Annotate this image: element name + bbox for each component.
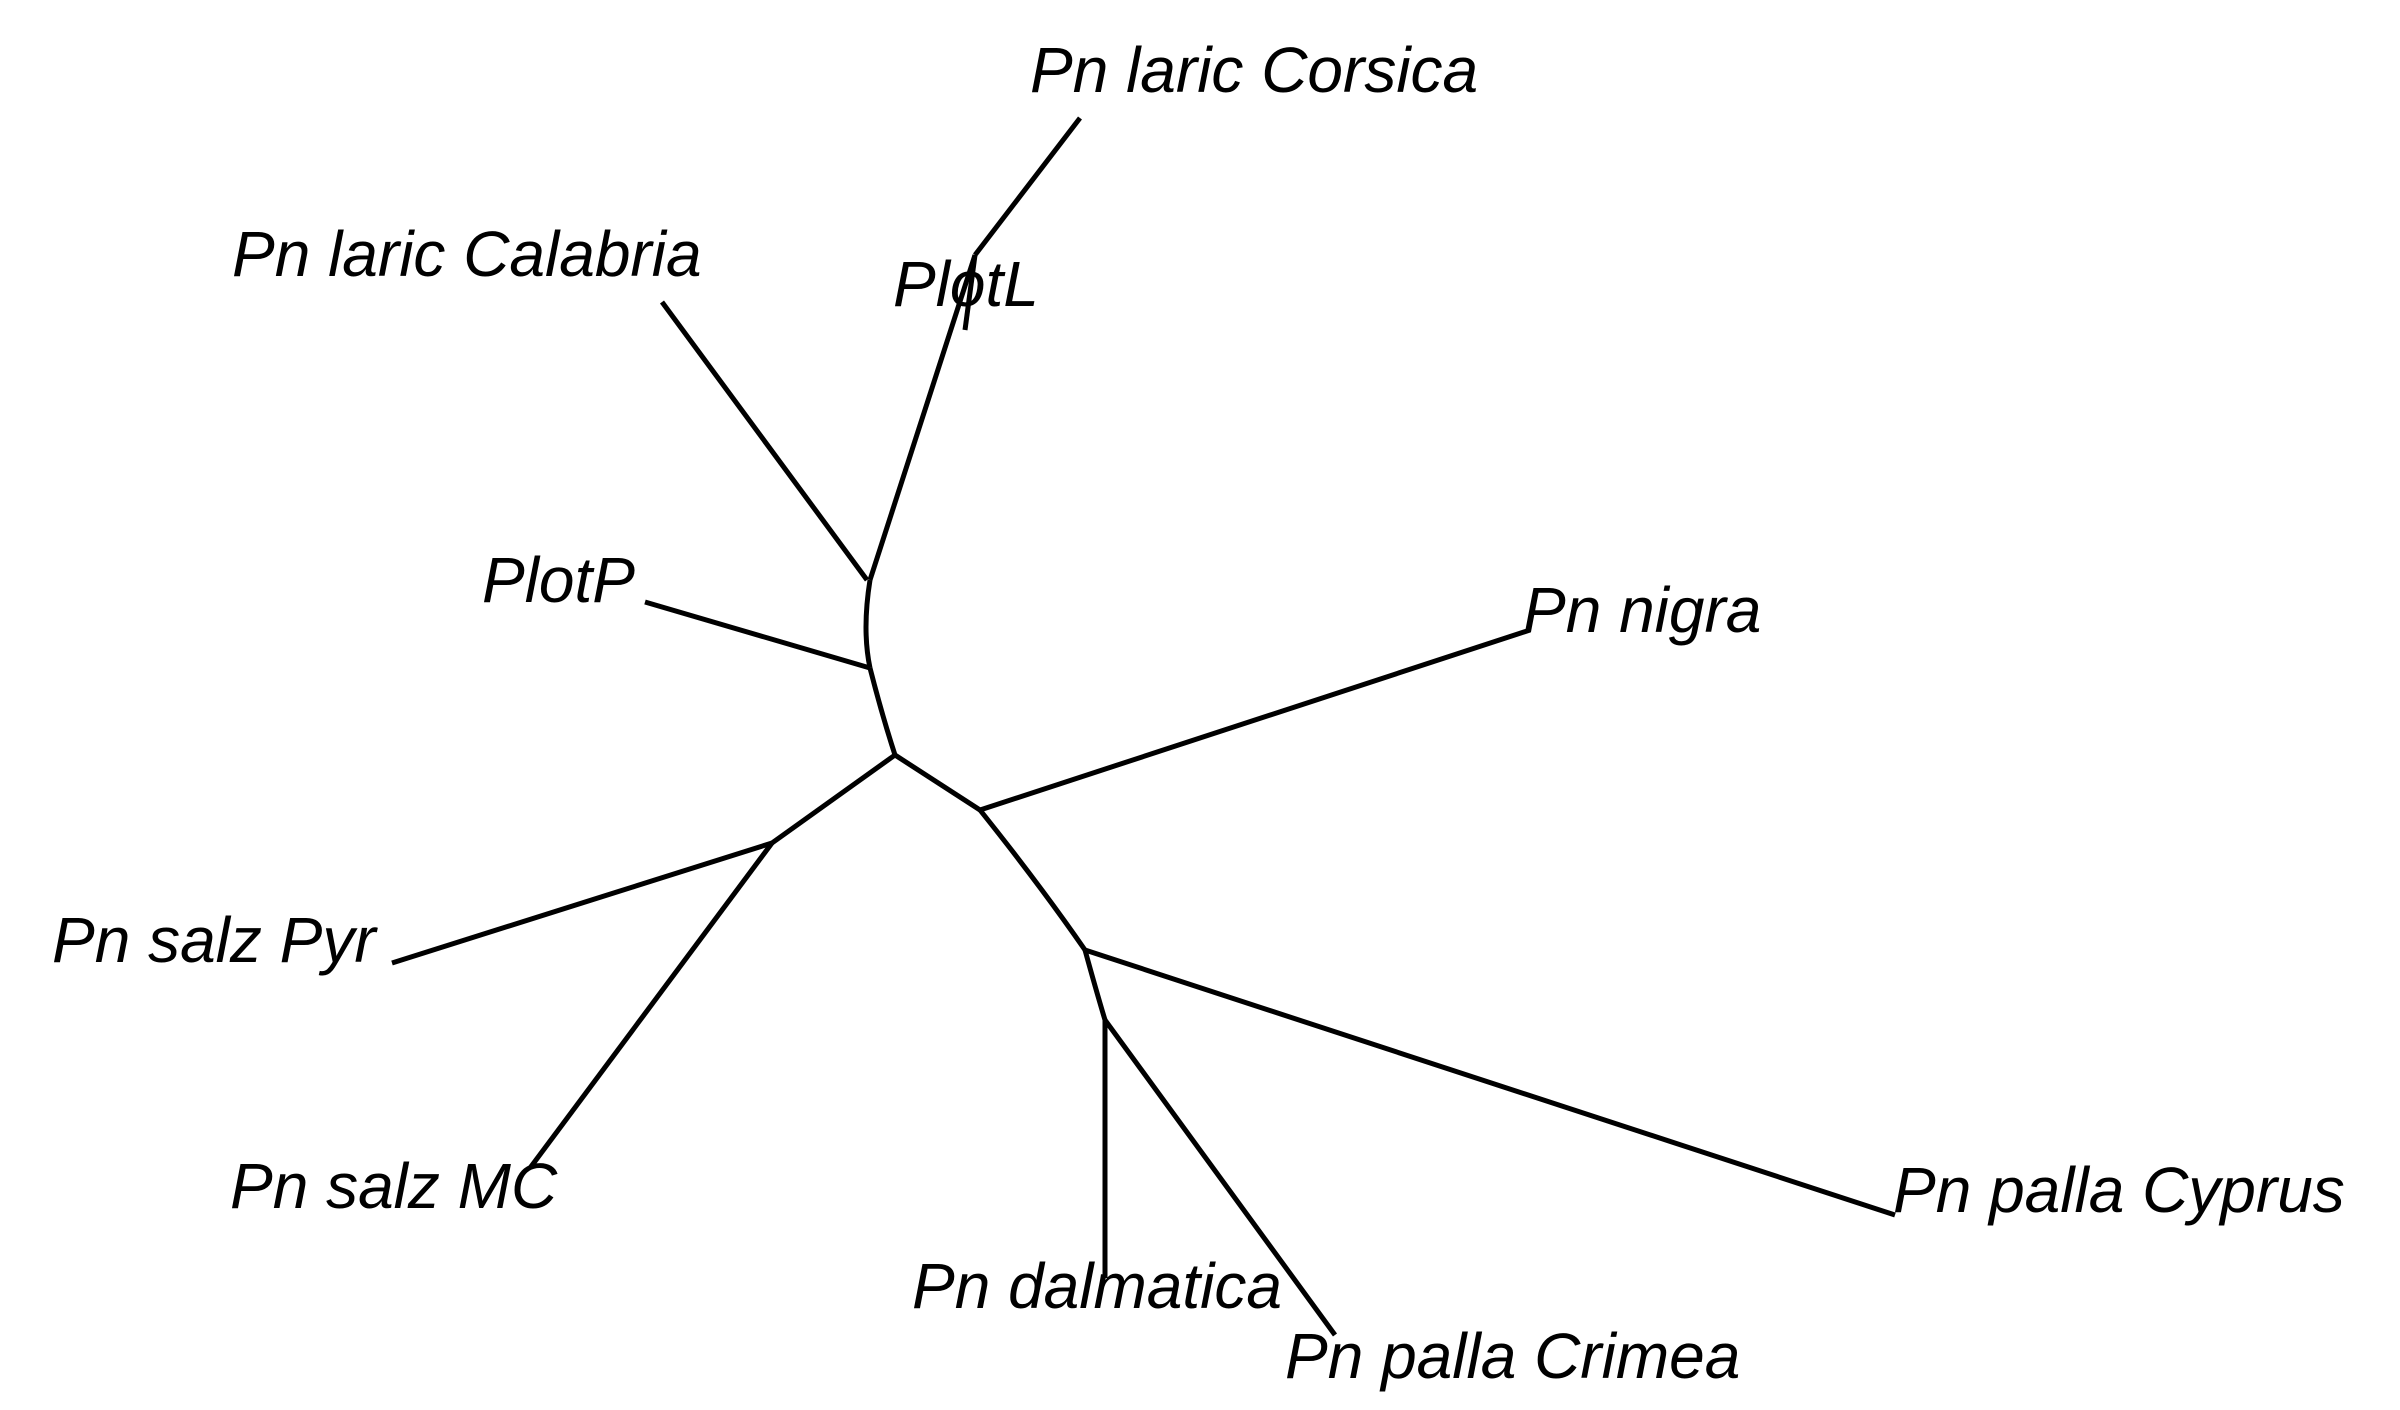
branch-palla-crimea bbox=[1102, 1018, 1338, 1337]
label-pn-salz-pyr: Pn salz Pyr bbox=[52, 904, 378, 976]
label-pn-laric-corsica: Pn laric Corsica bbox=[1030, 34, 1478, 106]
branch-palla-node-to-dalm-node bbox=[1082, 949, 1108, 1021]
label-pn-laric-calabria: Pn laric Calabria bbox=[232, 218, 702, 290]
label-plotP: PlotP bbox=[482, 544, 635, 616]
label-pn-palla-cyprus: Pn palla Cyprus bbox=[1893, 1154, 2345, 1226]
label-plotL: PlotL bbox=[893, 248, 1039, 320]
branch-nigra bbox=[979, 627, 1531, 813]
branch-laric-calabria bbox=[659, 300, 870, 582]
branch-nigra-node-to-palla-node bbox=[978, 808, 1088, 952]
branch-palla-cyprus bbox=[1084, 947, 1896, 1218]
branch-plotL-internal bbox=[867, 254, 978, 581]
branch-laric-to-plotP-node bbox=[863, 579, 873, 669]
branch-plotP bbox=[644, 599, 871, 671]
label-pn-palla-crimea: Pn palla Crimea bbox=[1285, 1320, 1740, 1392]
label-pn-nigra: Pn nigra bbox=[1523, 574, 1761, 646]
branch-center-to-nigra-node bbox=[893, 752, 982, 813]
branch-plotP-node-to-center bbox=[867, 667, 898, 756]
label-pn-dalmatica: Pn dalmatica bbox=[912, 1250, 1282, 1322]
branch-salz-mc bbox=[527, 841, 775, 1170]
branch-salz-pyr bbox=[391, 840, 773, 966]
label-pn-salz-mc: Pn salz MC bbox=[230, 1150, 558, 1222]
branch-center-to-salz-node bbox=[770, 752, 897, 846]
branch-laric-corsica bbox=[973, 116, 1082, 257]
